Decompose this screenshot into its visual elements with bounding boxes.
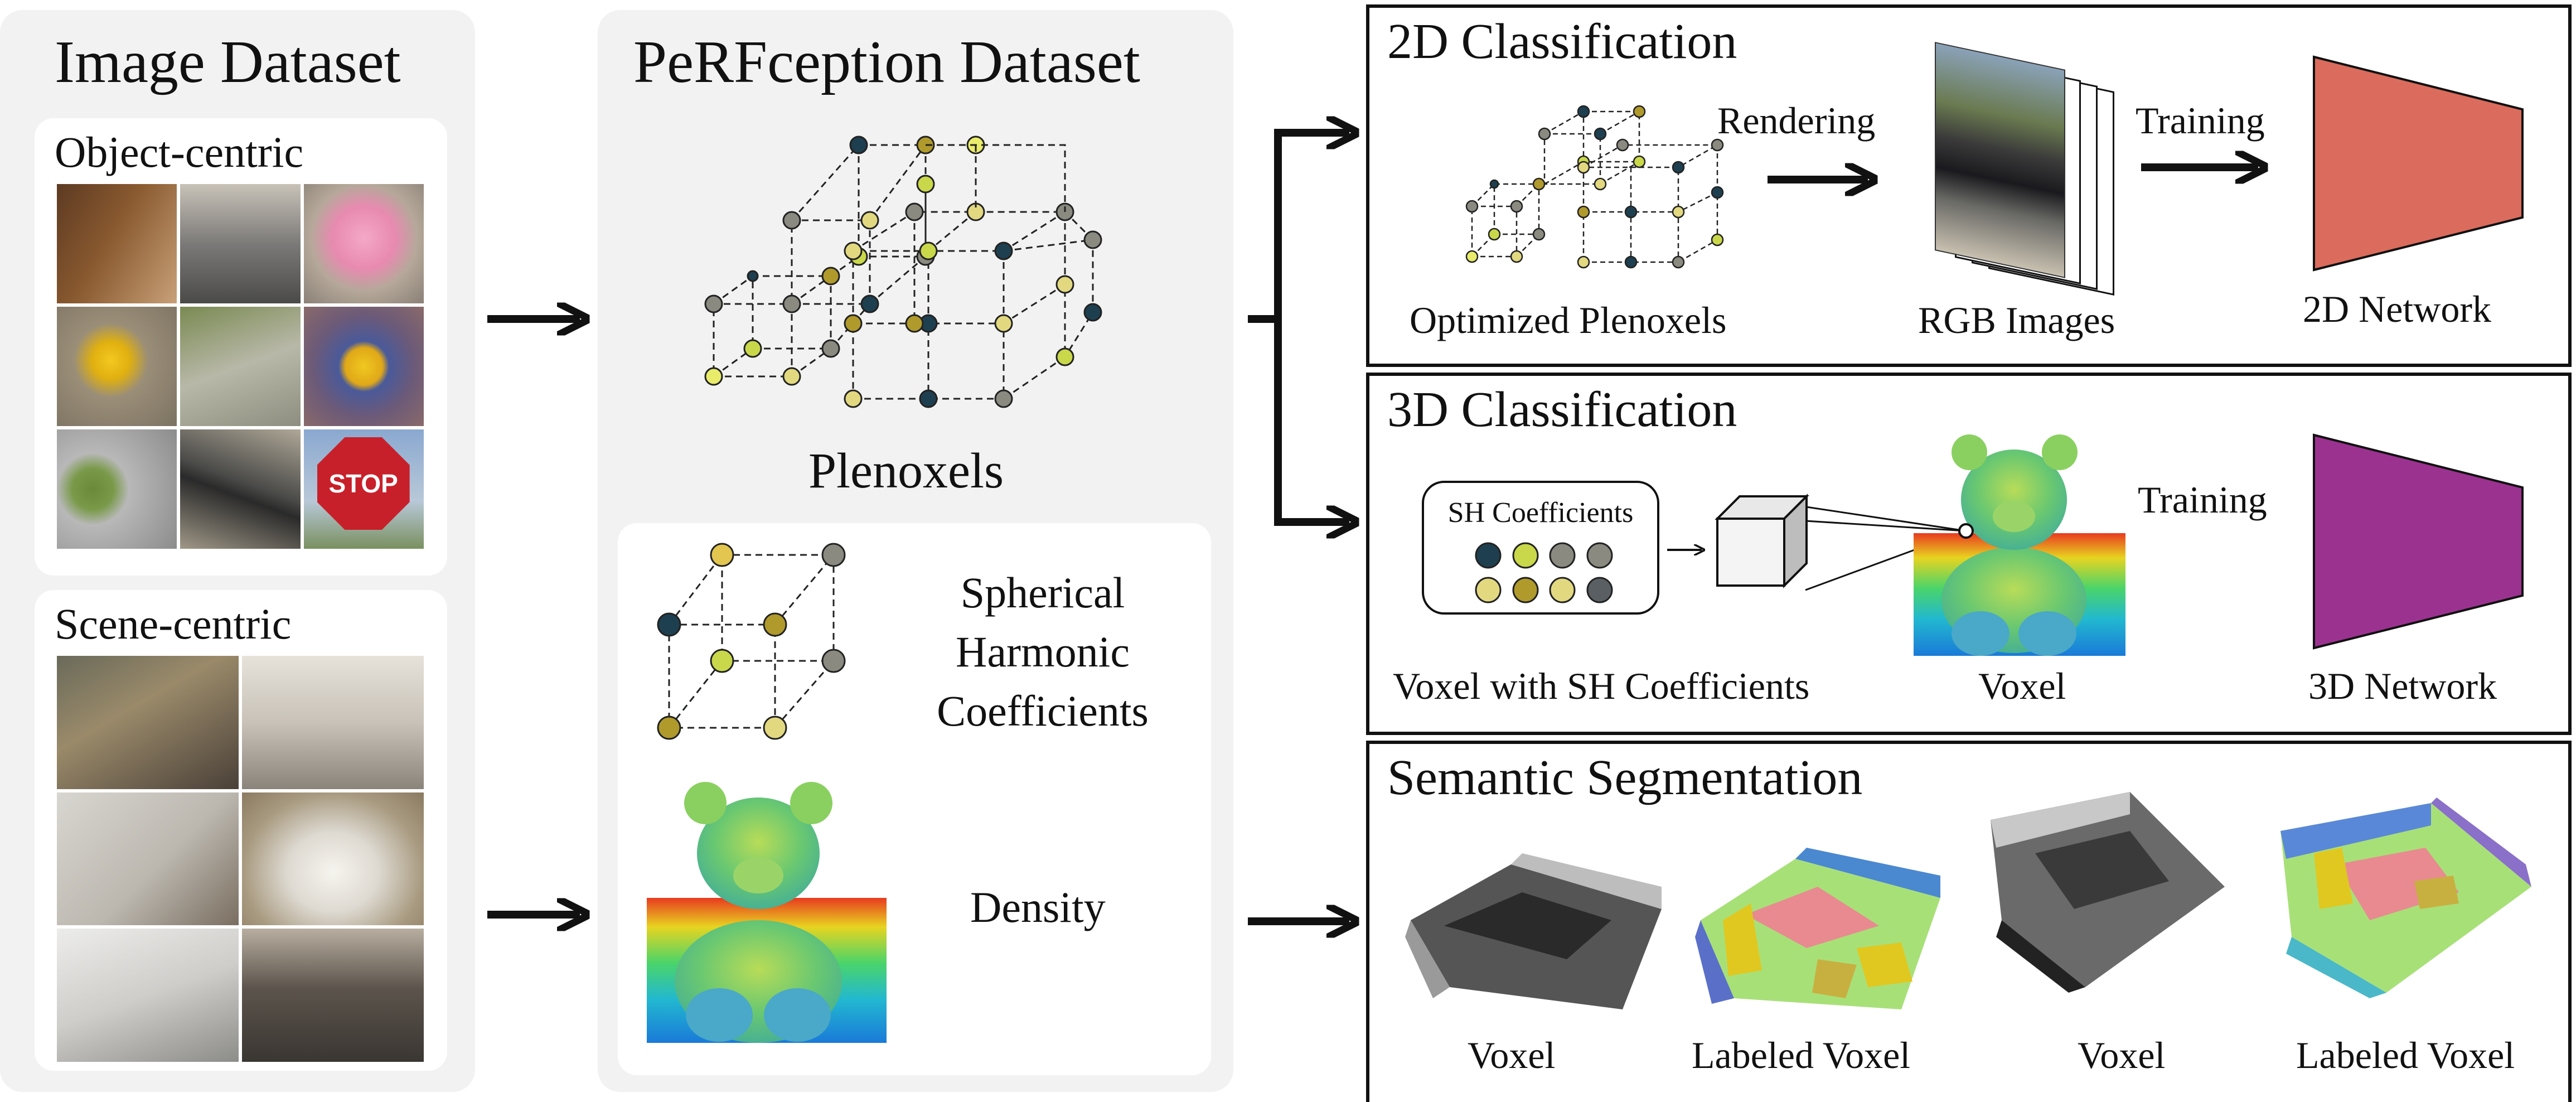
seg-labeled-voxel-1-image — [1695, 848, 1940, 1009]
cls3d-voxel-sh-label: Voxel with SH Coefficients — [1393, 665, 1810, 707]
cls3d-network-label: 3D Network — [2308, 665, 2497, 707]
sh-label: Spherical Harmonic Coefficients — [909, 563, 1176, 741]
object-centric-grid: STOP — [57, 184, 424, 549]
seg-voxel-2-image — [1991, 792, 2225, 993]
plenoxels-diagram — [704, 136, 1102, 408]
image-tile-bicycle — [180, 307, 301, 426]
scene-centric-label: Scene-centric — [55, 600, 292, 648]
branch-connector — [1248, 129, 1344, 526]
cls2d-rgb-label: RGB Images — [1918, 299, 2115, 341]
image-tile-kitchen — [242, 656, 424, 789]
image-tile-office — [57, 929, 239, 1062]
cls3d-voxel-label: Voxel — [1978, 665, 2066, 707]
cls2d-training-label: Training — [2136, 99, 2265, 142]
image-tile-living-room — [57, 656, 239, 789]
stop-sign-text: STOP — [328, 469, 398, 498]
image-tile-bathroom-corner — [57, 792, 239, 926]
cls3d-training-label: Training — [2138, 478, 2267, 521]
perfception-title: PeRFception Dataset — [633, 29, 1140, 95]
sh-label-line-3: Coefficients — [937, 687, 1149, 735]
network-3d-shape — [2313, 433, 2524, 650]
stop-sign-icon: STOP — [317, 437, 410, 530]
image-tile-broccoli — [57, 429, 177, 549]
seg-labeled-voxel-2-image — [2280, 798, 2531, 998]
sh-label-line-2: Harmonic — [956, 627, 1130, 676]
image-tile-parking-meter — [180, 184, 301, 303]
voxel-cube-icon — [1715, 494, 1809, 588]
image-tile-cake — [303, 184, 424, 303]
network-2d-shape — [2313, 55, 2524, 272]
image-tile-orange — [57, 307, 177, 426]
cls2d-title: 2D Classification — [1387, 14, 1737, 69]
plenoxels-label: Plenoxels — [808, 443, 1004, 499]
sh-coefficient-dots — [1475, 542, 1613, 603]
density-label: Density — [970, 883, 1106, 931]
teddy-bear-density-image — [647, 782, 887, 1043]
seg-title: Semantic Segmentation — [1387, 750, 1863, 805]
image-tile-sink — [242, 792, 424, 926]
image-tile-toy-truck — [303, 307, 424, 426]
object-centric-label: Object-centric — [55, 128, 304, 176]
image-tile-book — [57, 184, 177, 303]
optimized-plenoxels-diagram — [1465, 105, 1724, 269]
sh-cube-diagram — [657, 543, 846, 740]
scene-centric-grid — [57, 656, 424, 1062]
seg-label-voxel-1: Voxel — [1468, 1034, 1556, 1076]
image-dataset-title: Image Dataset — [55, 29, 401, 95]
cls3d-title: 3D Classification — [1387, 382, 1737, 437]
image-tile-phone — [180, 429, 301, 549]
image-tile-stop-sign: STOP — [303, 429, 424, 549]
sh-coefficients-label: SH Coefficients — [1447, 497, 1634, 529]
seg-label-voxel-2: Voxel — [2078, 1034, 2166, 1076]
seg-label-labeled-voxel-1: Labeled Voxel — [1692, 1034, 1911, 1076]
sh-coefficients-box: SH Coefficients — [1422, 481, 1659, 615]
teddy-bear-voxel-image — [1914, 434, 2125, 656]
cls2d-rendering-label: Rendering — [1717, 99, 1876, 142]
cls2d-optimized-label: Optimized Plenoxels — [1410, 299, 1727, 341]
seg-label-labeled-voxel-2: Labeled Voxel — [2296, 1034, 2515, 1076]
seg-voxel-1-image — [1405, 853, 1662, 1009]
cls2d-network-label: 2D Network — [2303, 288, 2492, 330]
image-tile-desk-room — [242, 929, 424, 1062]
sh-label-line-1: Spherical — [960, 568, 1125, 617]
